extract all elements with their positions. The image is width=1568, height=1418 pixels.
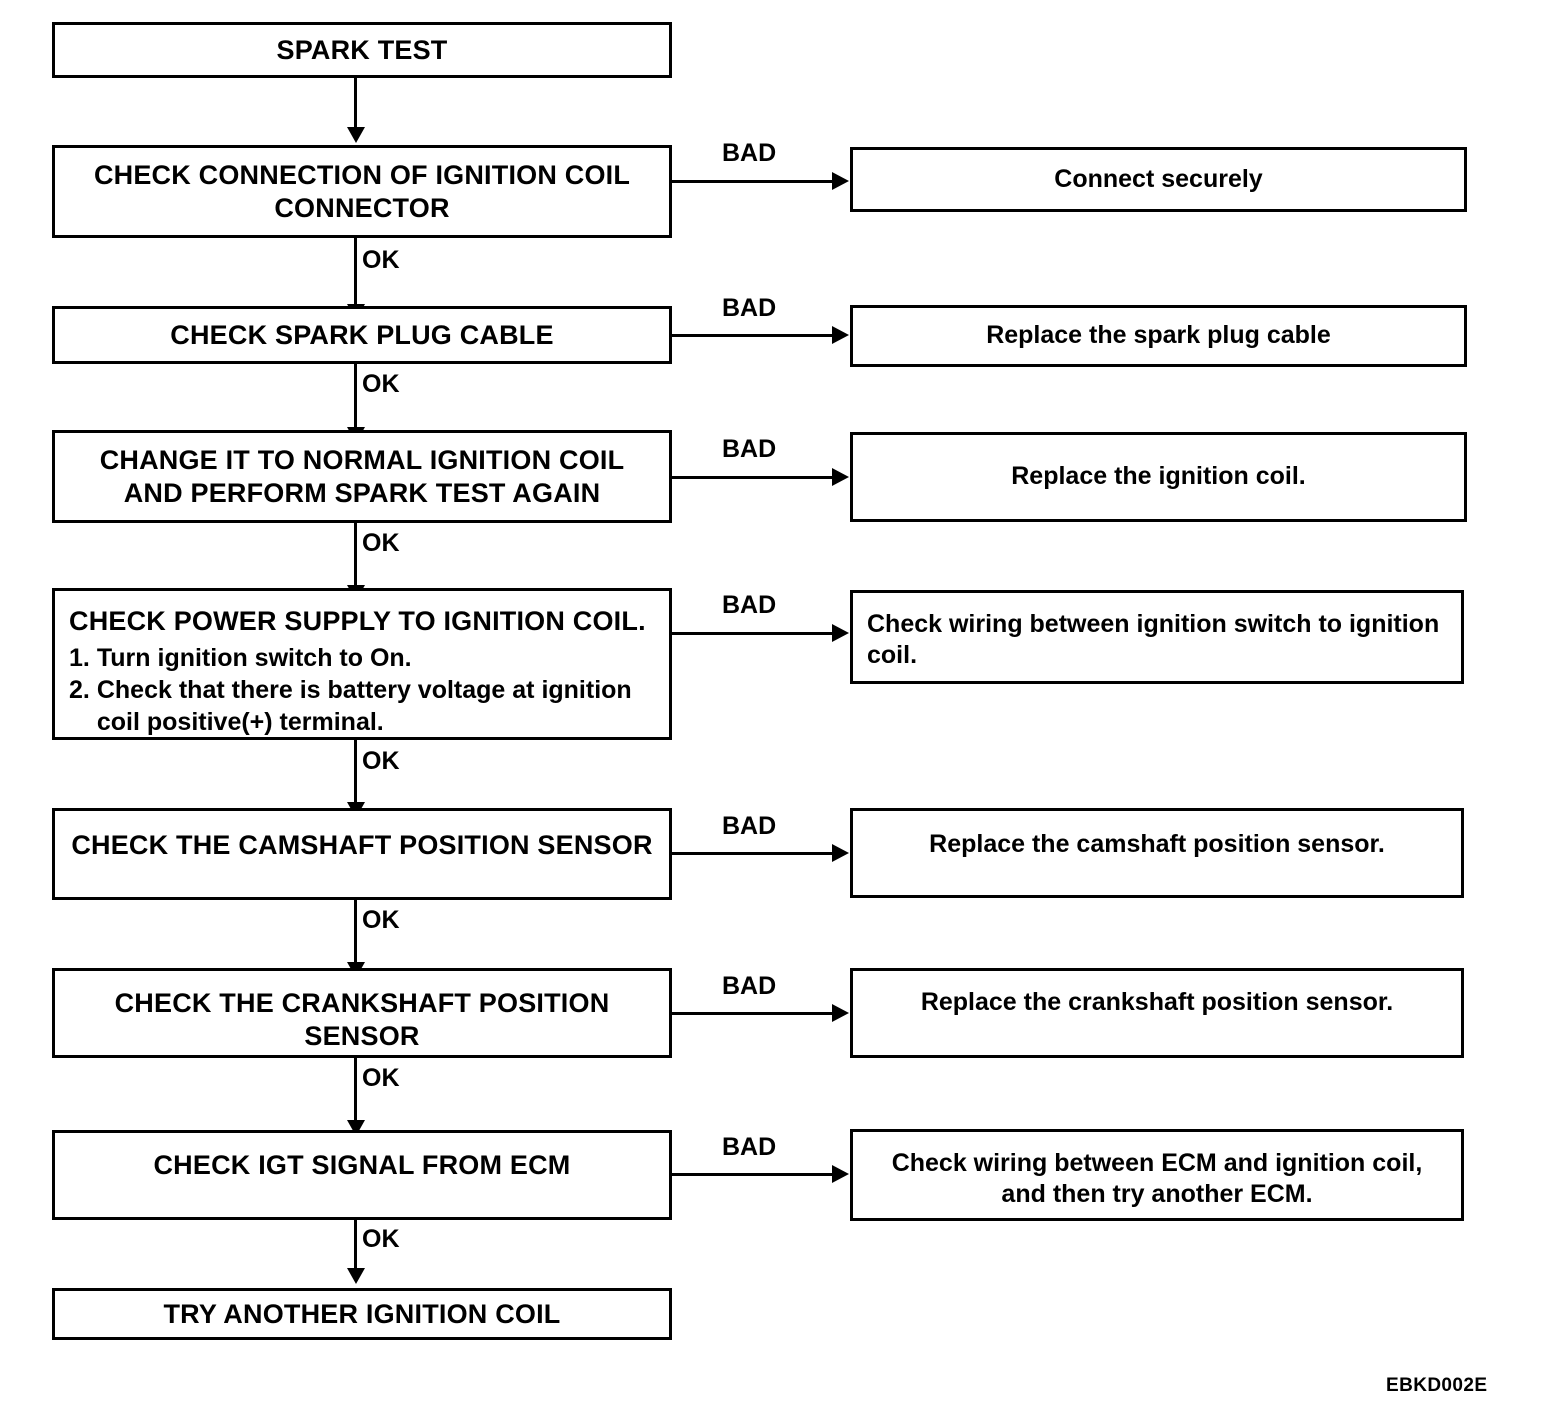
branch-line-bad-6 — [672, 1012, 832, 1015]
branch-line-bad-3 — [672, 476, 832, 479]
action-replace-camshaft-position-sensor[interactable]: Replace the camshaft position sensor. — [850, 808, 1464, 898]
action-replace-crankshaft-position-sensor[interactable]: Replace the crankshaft position sensor. — [850, 968, 1464, 1058]
node-try-another-ignition-coil[interactable]: TRY ANOTHER IGNITION COIL — [52, 1288, 672, 1340]
node-check-camshaft-position-sensor-label: CHECK THE CAMSHAFT POSITION SENSOR — [71, 830, 653, 860]
arrow-head-bad-5 — [832, 844, 849, 862]
branch-line-bad-7 — [672, 1173, 832, 1176]
branch-line-bad-2 — [672, 334, 832, 337]
edge-label-bad-1: BAD — [722, 139, 777, 167]
edge-label-ok-2: OK — [362, 370, 400, 398]
connector-7-to-8 — [354, 1220, 357, 1270]
arrow-head-0-to-1 — [347, 127, 365, 143]
arrow-head-bad-3 — [832, 468, 849, 486]
node-spark-test[interactable]: SPARK TEST — [52, 22, 672, 78]
figure-reference-code: EBKD002E — [1386, 1375, 1488, 1396]
edge-label-bad-5: BAD — [722, 812, 777, 840]
connector-2-to-3 — [354, 364, 357, 429]
arrow-head-bad-7 — [832, 1165, 849, 1183]
edge-label-ok-5: OK — [362, 906, 400, 934]
action-replace-crankshaft-position-sensor-label: Replace the crankshaft position sensor. — [920, 988, 1394, 1016]
action-check-wiring-ecm-label: Check wiring between ECM and ignition co… — [891, 1149, 1423, 1209]
node-check-connection-ignition-coil-connector[interactable]: CHECK CONNECTION OF IGNITION COIL CONNEC… — [52, 145, 672, 238]
action-check-wiring-ecm[interactable]: Check wiring between ECM and ignition co… — [850, 1129, 1464, 1221]
edge-label-ok-6: OK — [362, 1064, 400, 1092]
node-check-igt-signal-from-ecm-label: CHECK IGT SIGNAL FROM ECM — [153, 1150, 571, 1180]
node-try-another-ignition-coil-label: TRY ANOTHER IGNITION COIL — [163, 1298, 561, 1329]
node-check-camshaft-position-sensor[interactable]: CHECK THE CAMSHAFT POSITION SENSOR — [52, 808, 672, 900]
node-check-spark-plug-cable-label: CHECK SPARK PLUG CABLE — [170, 319, 554, 350]
edge-label-bad-7: BAD — [722, 1133, 777, 1161]
node-change-to-normal-ignition-coil-label: CHANGE IT TO NORMAL IGNITION COIL AND PE… — [99, 444, 625, 508]
edge-label-bad-3: BAD — [722, 435, 777, 463]
substep-item: 1. Turn ignition switch to On. — [69, 642, 655, 674]
connector-4-to-5 — [354, 740, 357, 804]
node-check-power-supply-substeps: 1. Turn ignition switch to On. 2. Check … — [69, 642, 655, 738]
arrow-head-7-to-8 — [347, 1268, 365, 1284]
node-check-crankshaft-position-sensor[interactable]: CHECK THE CRANKSHAFT POSITION SENSOR — [52, 968, 672, 1058]
substep-text: Turn ignition switch to On. — [96, 643, 412, 672]
action-replace-spark-plug-cable-label: Replace the spark plug cable — [986, 321, 1331, 350]
branch-line-bad-1 — [672, 180, 832, 183]
connector-0-to-1 — [354, 78, 357, 129]
action-replace-ignition-coil[interactable]: Replace the ignition coil. — [850, 432, 1467, 522]
action-check-wiring-ignition-switch-label: Check wiring between ignition switch to … — [867, 610, 1440, 670]
arrow-head-bad-1 — [832, 172, 849, 190]
node-check-power-supply-ignition-coil[interactable]: CHECK POWER SUPPLY TO IGNITION COIL. 1. … — [52, 588, 672, 740]
edge-label-bad-2: BAD — [722, 294, 777, 322]
connector-1-to-2 — [354, 238, 357, 306]
arrow-head-bad-6 — [832, 1004, 849, 1022]
node-spark-test-label: SPARK TEST — [276, 34, 448, 65]
branch-line-bad-5 — [672, 852, 832, 855]
node-change-to-normal-ignition-coil[interactable]: CHANGE IT TO NORMAL IGNITION COIL AND PE… — [52, 430, 672, 523]
edge-label-ok-3: OK — [362, 529, 400, 557]
action-connect-securely-label: Connect securely — [1054, 164, 1263, 193]
connector-5-to-6 — [354, 900, 357, 964]
substep-number: 1. — [69, 643, 90, 672]
node-check-igt-signal-from-ecm[interactable]: CHECK IGT SIGNAL FROM ECM — [52, 1130, 672, 1220]
node-check-crankshaft-position-sensor-label: CHECK THE CRANKSHAFT POSITION SENSOR — [114, 988, 610, 1051]
node-check-power-supply-label: CHECK POWER SUPPLY TO IGNITION COIL. — [69, 606, 646, 636]
action-check-wiring-ignition-switch[interactable]: Check wiring between ignition switch to … — [850, 590, 1464, 684]
action-replace-spark-plug-cable[interactable]: Replace the spark plug cable — [850, 305, 1467, 367]
edge-label-bad-6: BAD — [722, 972, 777, 1000]
branch-line-bad-4 — [672, 632, 832, 635]
connector-6-to-7 — [354, 1058, 357, 1122]
action-replace-camshaft-position-sensor-label: Replace the camshaft position sensor. — [929, 830, 1385, 858]
edge-label-bad-4: BAD — [722, 591, 777, 619]
substep-text: Check that there is battery voltage at i… — [96, 675, 632, 736]
edge-label-ok-7: OK — [362, 1225, 400, 1253]
arrow-head-bad-2 — [832, 326, 849, 344]
node-check-spark-plug-cable[interactable]: CHECK SPARK PLUG CABLE — [52, 306, 672, 364]
edge-label-ok-1: OK — [362, 246, 400, 274]
edge-label-ok-4: OK — [362, 747, 400, 775]
substep-item: 2. Check that there is battery voltage a… — [69, 674, 655, 738]
action-connect-securely[interactable]: Connect securely — [850, 147, 1467, 212]
substep-number: 2. — [69, 675, 90, 704]
connector-3-to-4 — [354, 523, 357, 587]
action-replace-ignition-coil-label: Replace the ignition coil. — [1011, 462, 1306, 491]
arrow-head-bad-4 — [832, 624, 849, 642]
node-check-connection-label: CHECK CONNECTION OF IGNITION COIL CONNEC… — [93, 159, 631, 223]
